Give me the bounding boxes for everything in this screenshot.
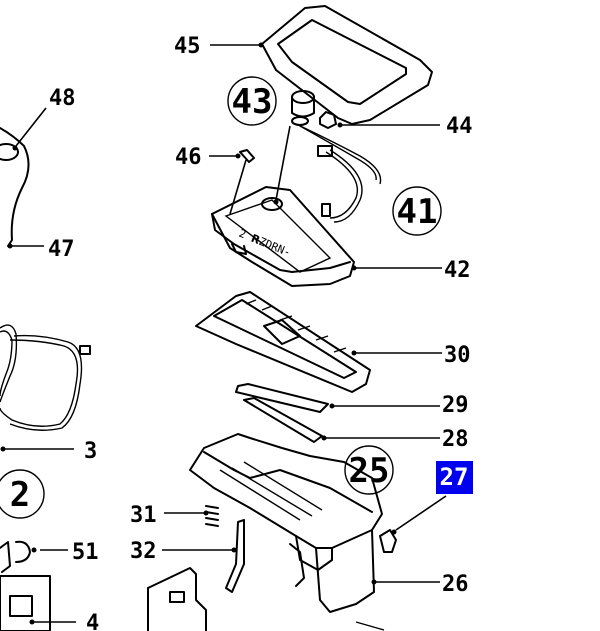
callout-27: 27 [440,463,469,491]
callout-2-circle[interactable]: 2 [0,469,45,519]
part-30-console-panel[interactable] [195,291,371,393]
callout-41: 41 [397,192,438,232]
part-48-47-left-assembly[interactable] [0,127,91,631]
callout-44[interactable]: 44 [446,114,473,139]
callout-51[interactable]: 51 [72,540,99,565]
callout-42[interactable]: 42 [444,258,471,283]
part-32-bracket[interactable] [225,519,245,593]
part-44-screw[interactable] [319,111,337,129]
part-26-base-bracket[interactable] [147,543,385,631]
part-28-strip[interactable] [243,397,323,443]
callout-46[interactable]: 46 [175,145,202,170]
part-45-trim-frame[interactable] [261,5,433,125]
callout-47[interactable]: 47 [48,237,75,262]
callout-30[interactable]: 30 [444,343,471,368]
part-46-clip[interactable] [239,149,255,163]
callout-41-circle[interactable]: 41 [392,186,442,236]
callout-29[interactable]: 29 [442,393,469,418]
callout-31[interactable]: 31 [130,503,157,528]
part-41-cable-harness[interactable] [295,123,382,223]
callout-27-highlighted[interactable]: 27 [436,461,473,494]
callout-32[interactable]: 32 [130,539,157,564]
callout-28[interactable]: 28 [442,427,469,452]
leader-lines [0,42,447,625]
callout-25-circle[interactable]: 25 [344,445,394,495]
part-29-strip[interactable] [235,383,329,413]
part-27-clip[interactable] [379,529,397,553]
callout-45[interactable]: 45 [174,34,201,59]
part-31-spring[interactable] [205,505,219,527]
callout-4[interactable]: 4 [86,611,99,631]
callout-43-circle[interactable]: 43 [227,76,277,126]
callout-48[interactable]: 48 [49,86,76,111]
callout-25: 25 [349,451,390,491]
callout-2: 2 [10,475,30,515]
callout-43: 43 [232,82,273,122]
callout-26[interactable]: 26 [442,572,469,597]
part-43-plug[interactable] [291,90,315,126]
callout-3[interactable]: 3 [84,439,97,464]
